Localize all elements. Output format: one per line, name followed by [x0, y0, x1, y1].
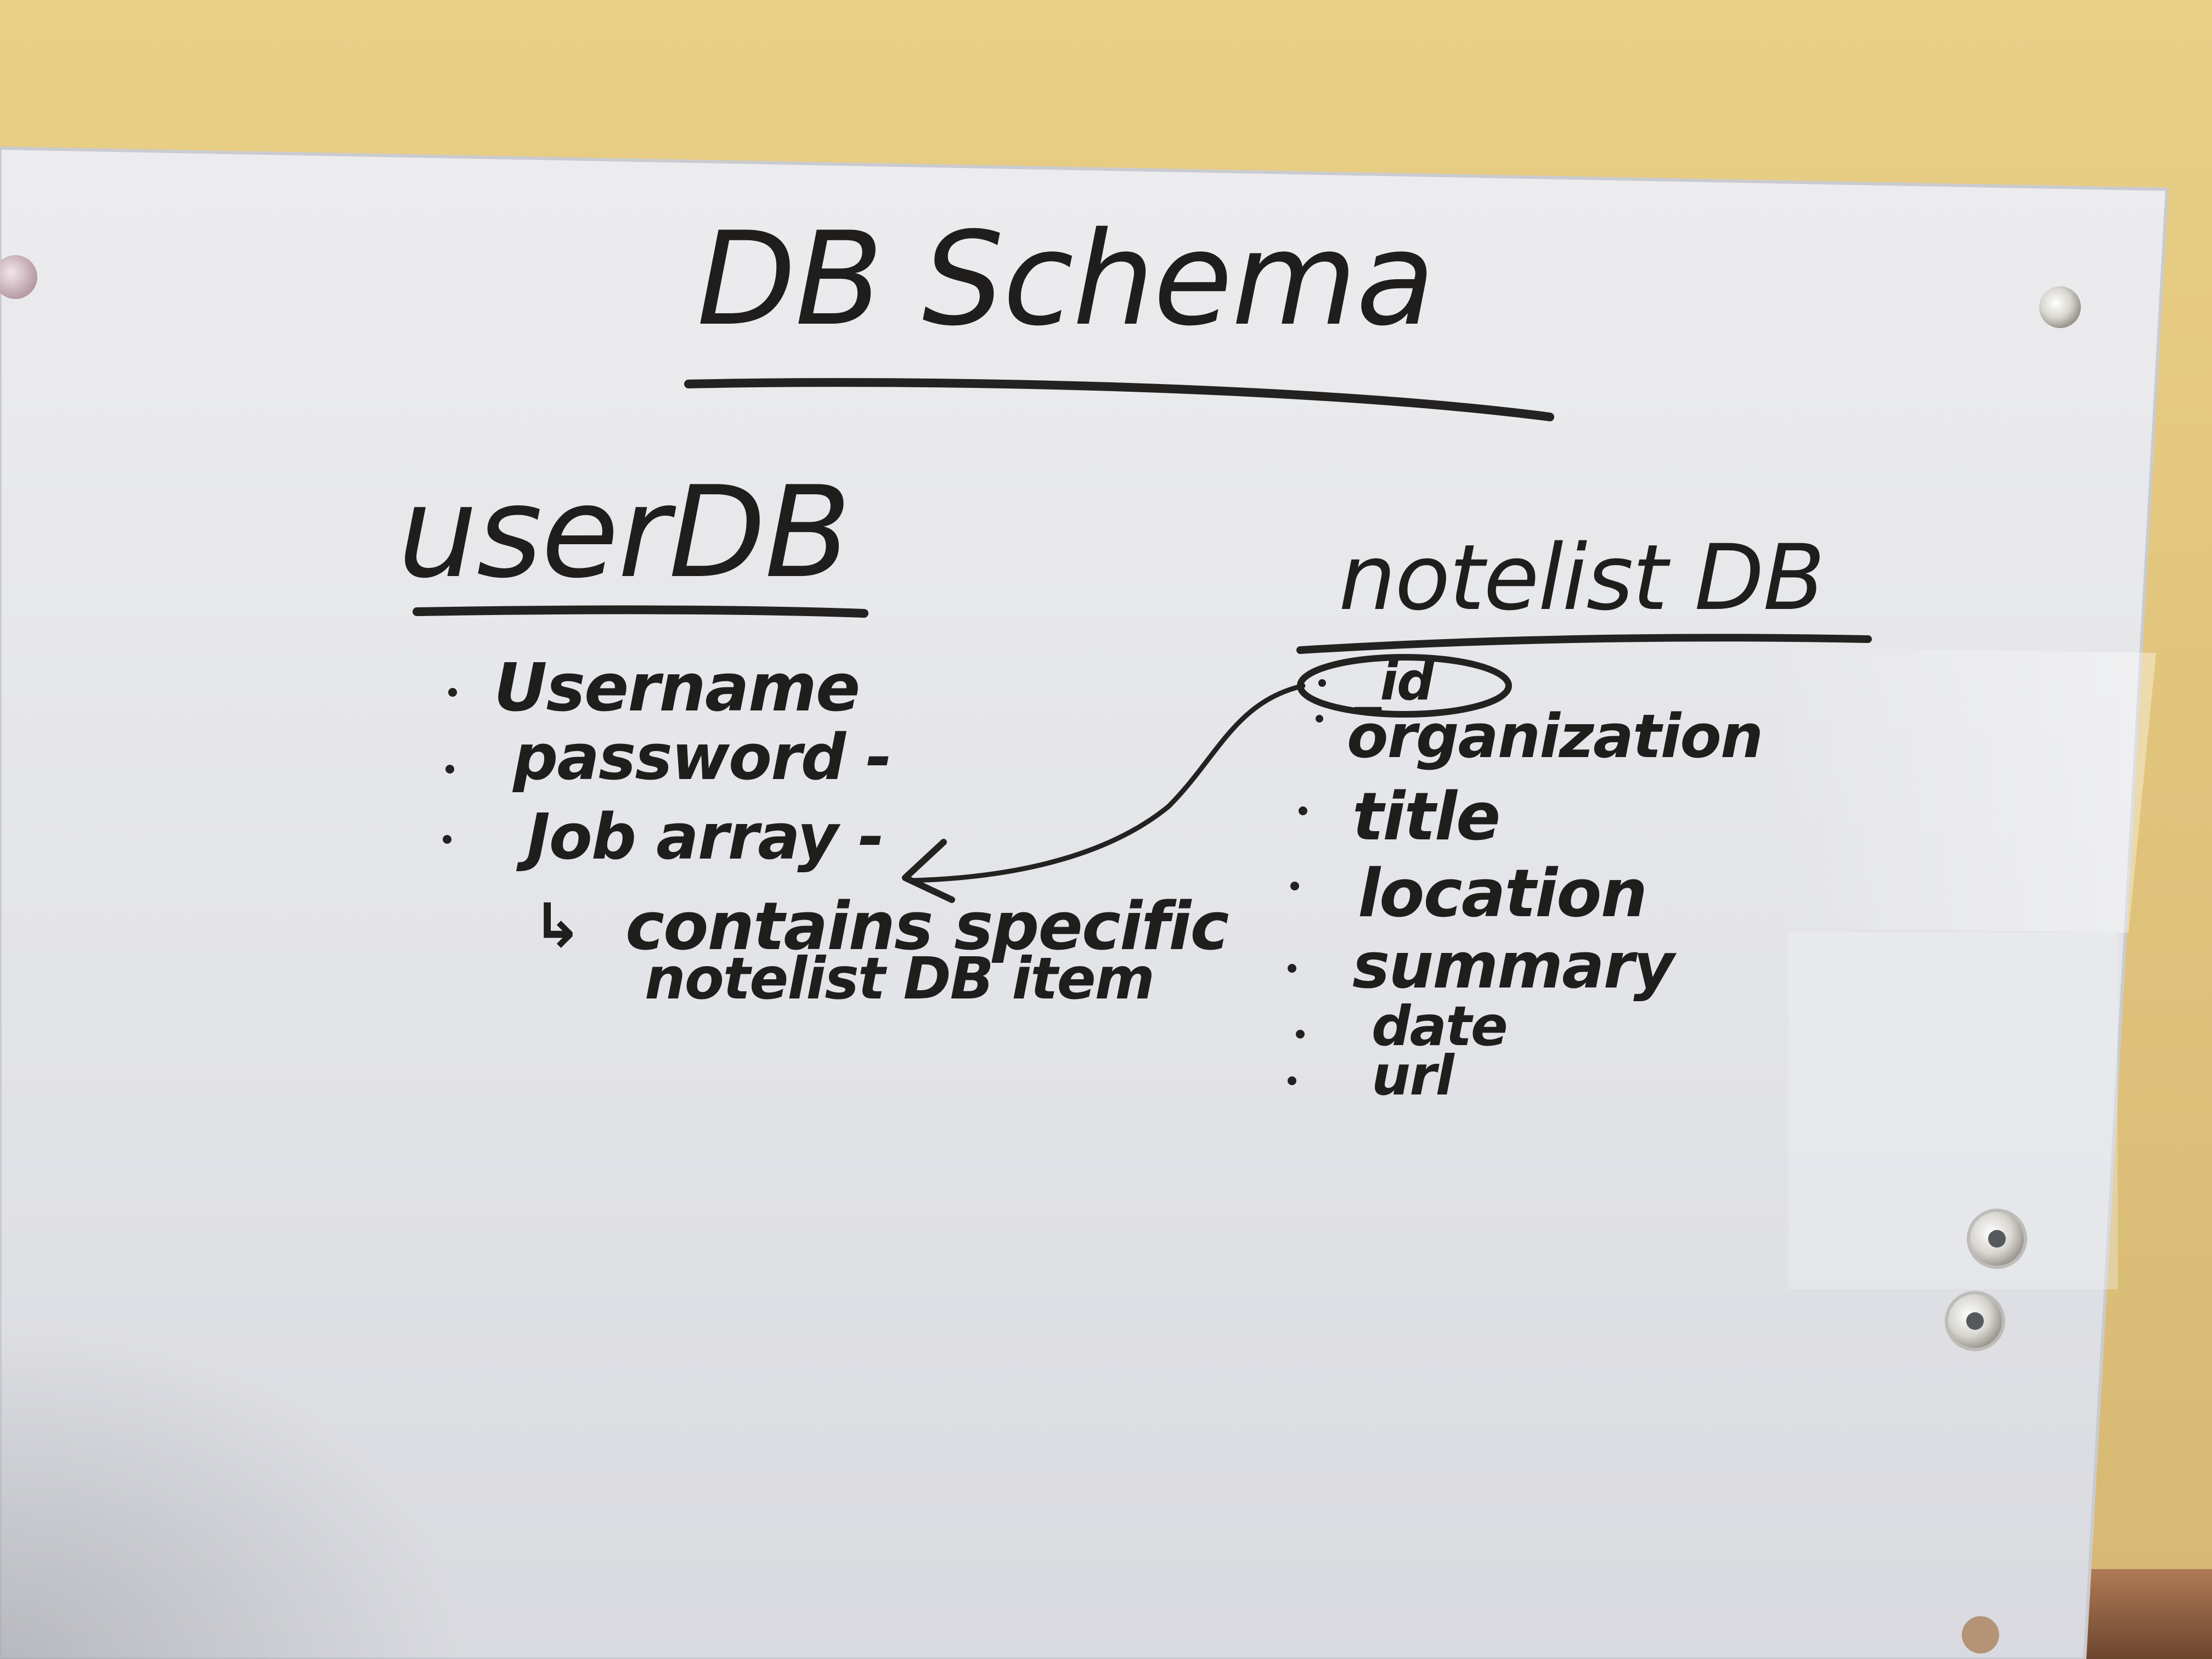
user-note-line-2: notelist DB item — [645, 945, 1154, 1012]
window-reflection-lower — [1788, 933, 2118, 1289]
notelist-field-url: url — [1372, 1043, 1455, 1108]
notelist-field-bullet-2 — [1316, 715, 1323, 723]
magnet-top-right — [2039, 286, 2081, 328]
notelist-field-title: title — [1352, 779, 1499, 855]
notelist-field-date: date — [1372, 994, 1507, 1058]
user-note-line-1: contains specific — [625, 889, 1228, 965]
notelist-field-bullet-6 — [1296, 1030, 1305, 1039]
board-title: DB Schema — [697, 205, 1434, 354]
window-reflection — [1767, 647, 2156, 933]
user-field-username: Username — [494, 650, 859, 726]
magnet-top-left — [0, 255, 37, 299]
notelist-db-underline — [1296, 634, 1872, 654]
user-field-password: password - — [512, 721, 891, 794]
notelist-field-bullet-1 — [1318, 679, 1326, 687]
notelist-field-summary: summary — [1352, 929, 1677, 1003]
notelist-field-bullet-5 — [1288, 964, 1296, 973]
user-note-arrow: ↳ — [532, 890, 582, 961]
notelist-field-bullet-3 — [1299, 806, 1307, 815]
magnet-right-2-center — [1966, 1312, 1984, 1330]
notelist-field-bullet-7 — [1288, 1076, 1296, 1085]
relation-connector — [908, 683, 1306, 883]
user-field-job-array: Job array - — [516, 800, 883, 874]
user-field-bullet-3 — [443, 835, 452, 844]
title-underline — [684, 378, 1554, 421]
relation-arrowhead-icon — [902, 839, 955, 903]
notelist-field-organization: organization — [1347, 701, 1762, 771]
notelist-field-location: location — [1358, 856, 1646, 932]
user-db-heading: userDB — [398, 460, 850, 606]
magnet-bottom-right — [1962, 1616, 1999, 1654]
magnet-right-1-center — [1988, 1230, 2006, 1248]
notelist-db-heading: notelist DB — [1339, 525, 1824, 630]
user-field-bullet-2 — [445, 765, 454, 774]
notelist-field-bullet-4 — [1290, 882, 1299, 890]
user-db-underline — [413, 605, 868, 618]
user-field-bullet-1 — [448, 688, 457, 697]
board-shadow — [0, 1097, 768, 1659]
